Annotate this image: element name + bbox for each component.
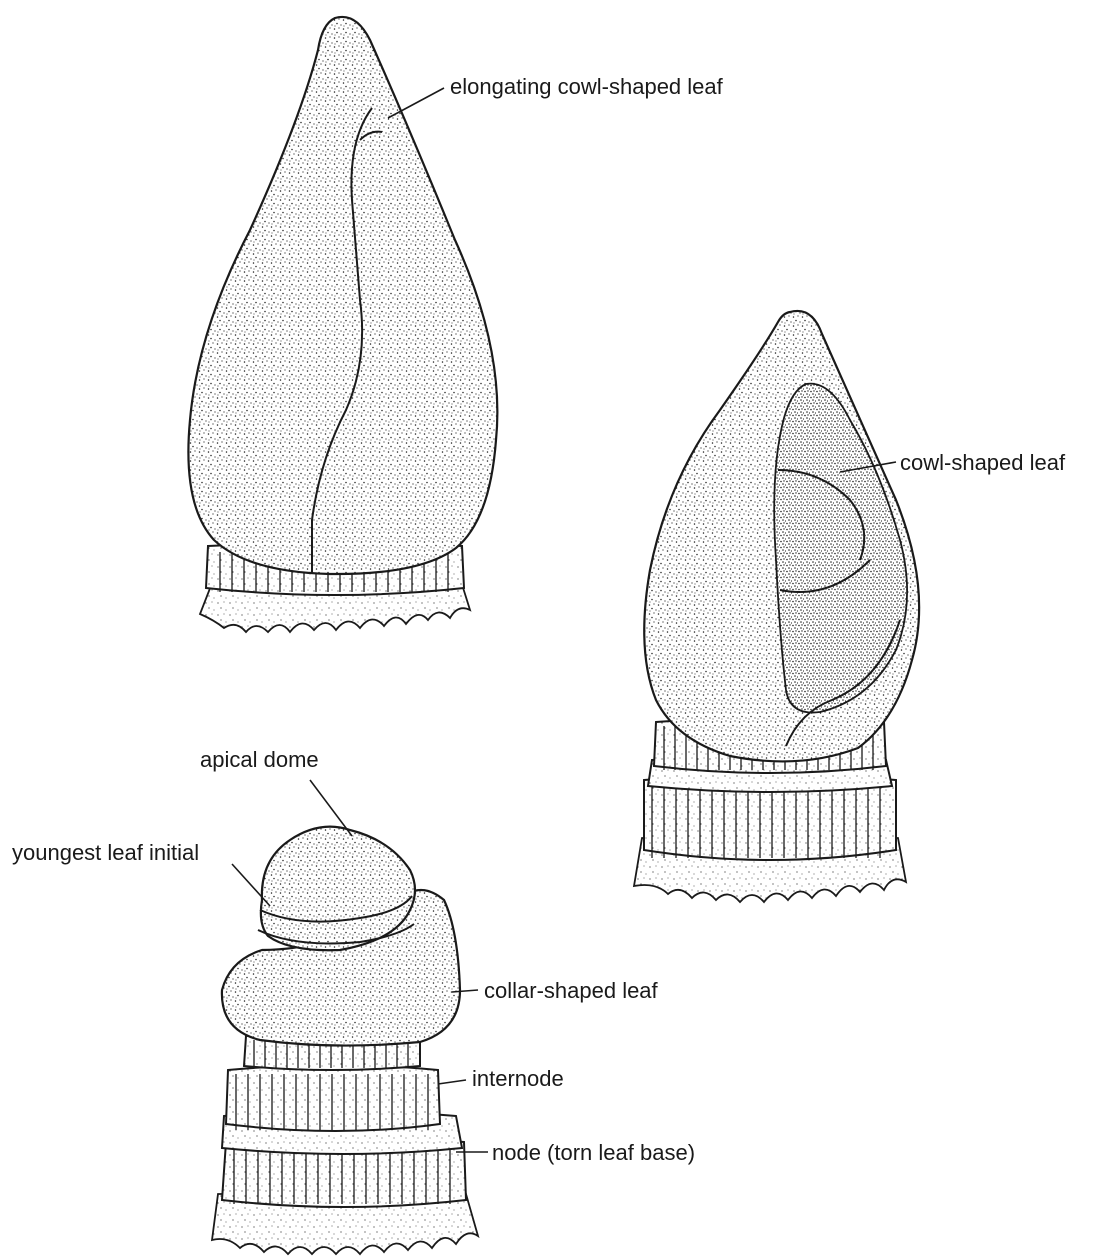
label-internode: internode — [472, 1066, 564, 1091]
label-youngest-leaf: youngest leaf initial — [12, 840, 199, 865]
label-cowl-leaf: cowl-shaped leaf — [900, 450, 1066, 475]
internode-band-3a — [226, 1065, 440, 1131]
leader-internode — [438, 1080, 466, 1084]
elongating-leaf-stage — [188, 17, 497, 632]
label-collar-leaf: collar-shaped leaf — [484, 978, 659, 1003]
cowl-opening — [774, 384, 907, 713]
cowl-leaf-stage — [634, 311, 919, 902]
apical-dome-stage — [212, 827, 478, 1254]
label-elongating-leaf: elongating cowl-shaped leaf — [450, 74, 724, 99]
apical-dome — [261, 827, 415, 951]
label-node: node (torn leaf base) — [492, 1140, 695, 1165]
label-apical-dome: apical dome — [200, 747, 319, 772]
elongating-leaf-body — [188, 17, 497, 574]
